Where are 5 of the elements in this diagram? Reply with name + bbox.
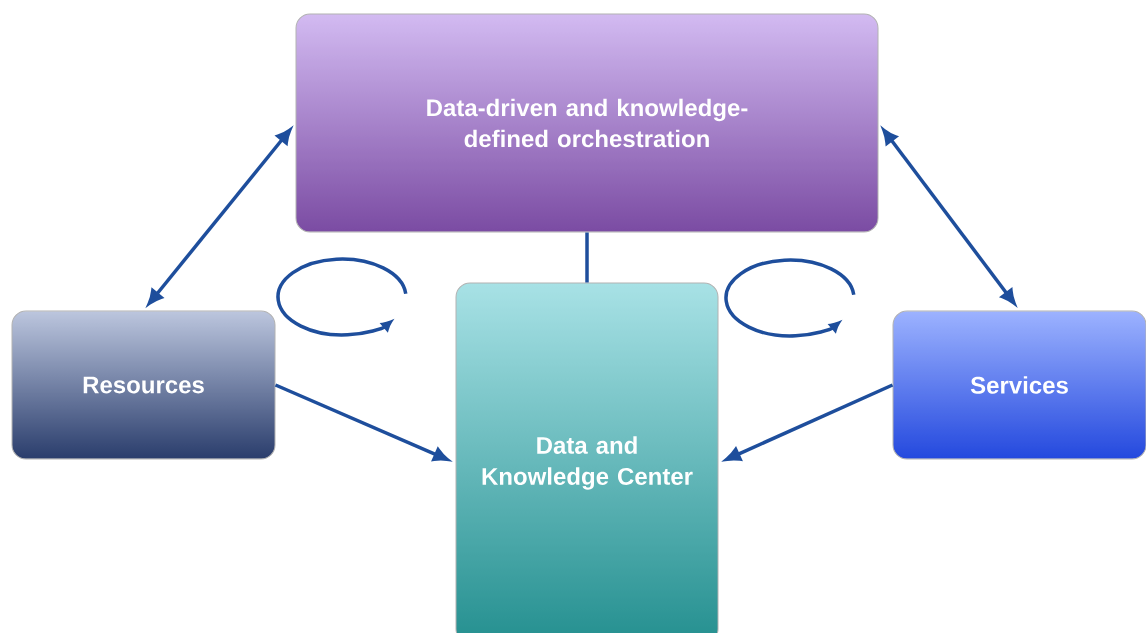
process-box: Services [892,310,1146,460]
process-box: Data and Knowledge Center [455,282,719,633]
arrow [882,128,1016,305]
process-box: Resources [11,310,276,460]
process-box: Data-driven and knowledge-defined orchestration [295,13,879,233]
